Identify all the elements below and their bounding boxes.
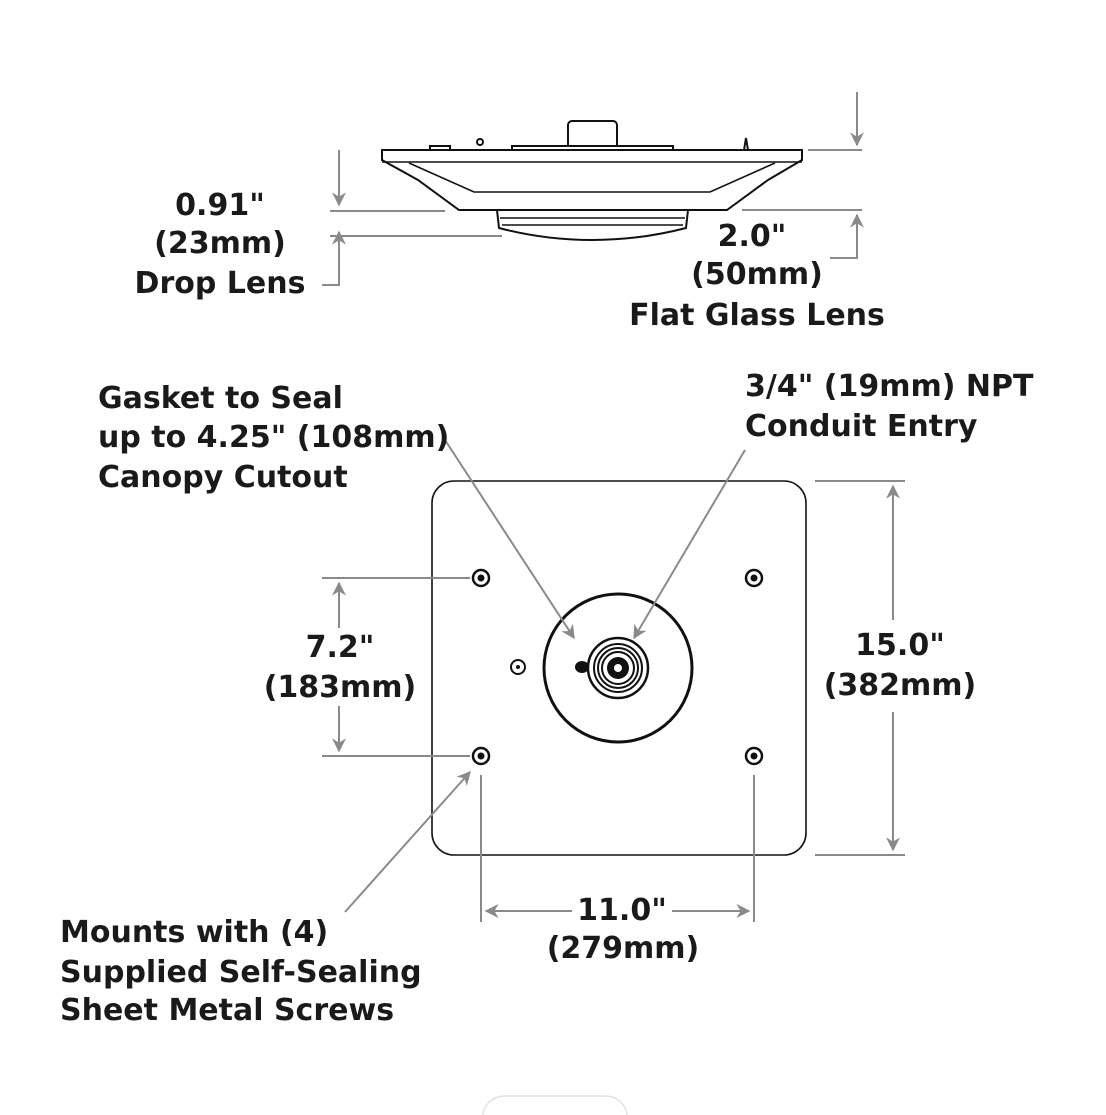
conduit-hole (614, 664, 622, 672)
fixture-pin (742, 137, 750, 151)
ground-hole (510, 659, 526, 675)
vertical-screw-dimension (322, 577, 470, 757)
mounting-plate (431, 480, 807, 856)
screw-center (477, 752, 485, 760)
fixture-bevel (408, 162, 776, 193)
conduit-label-line: 3/4" (19mm) NPT (745, 369, 1034, 404)
conduit-entry (575, 636, 650, 700)
screw-center (750, 574, 758, 582)
fixture-bolt (476, 138, 484, 146)
mounts-leader-arrow-icon (344, 770, 471, 913)
arrow-up-icon (830, 213, 864, 259)
drop-lens-dimension (322, 150, 502, 286)
gasket-label-line: Gasket to Seal (98, 381, 343, 416)
screw-horizontal-inch: 11.0" (577, 893, 667, 928)
arrow-up-icon (322, 230, 346, 286)
plate-height-inch: 15.0" (855, 628, 945, 663)
horizontal-screw-dimension (480, 775, 755, 922)
conduit-ring (597, 647, 639, 689)
side-view-fixture (381, 120, 803, 242)
drop-lens-label: Drop Lens (135, 266, 306, 301)
mounts-label-line: Sheet Metal Screws (60, 993, 394, 1028)
conduit-leader-arrow-icon (633, 449, 746, 640)
conduit-lug (575, 661, 589, 673)
screw-vertical-mm: (183mm) (264, 670, 417, 705)
screw-center (750, 752, 758, 760)
mounts-label-line: Supplied Self-Sealing (60, 955, 422, 990)
screw-holes (471, 568, 764, 766)
fixture-housing (381, 149, 803, 211)
plate-height-dimension (815, 480, 905, 856)
flat-glass-mm: (50mm) (691, 257, 823, 292)
screw-horizontal-mm: (279mm) (547, 931, 700, 966)
conduit-label-line: Conduit Entry (745, 409, 978, 444)
gasket-label-line: Canopy Cutout (98, 460, 348, 495)
flat-glass-label: Flat Glass Lens (629, 298, 885, 333)
plate-height-mm: (382mm) (824, 668, 977, 703)
conduit-ring (593, 643, 643, 693)
flat-glass-inch: 2.0" (718, 219, 787, 254)
gasket-label-line: up to 4.25" (108mm) (98, 420, 449, 455)
ground-hole-center (516, 665, 520, 669)
screw-center (477, 574, 485, 582)
flat-glass-dimension (742, 92, 864, 259)
drop-lens-inch: 0.91" (175, 188, 265, 223)
conduit-ring (601, 651, 635, 685)
mounts-label-line: Mounts with (4) (60, 915, 328, 950)
plate-outline (431, 480, 807, 856)
gasket-leader-arrow-icon (444, 439, 575, 640)
bottom-handle[interactable] (482, 1095, 628, 1115)
screw-vertical-inch: 7.2" (306, 630, 375, 665)
drop-lens-mm: (23mm) (154, 226, 286, 261)
gasket-circle (542, 592, 694, 744)
